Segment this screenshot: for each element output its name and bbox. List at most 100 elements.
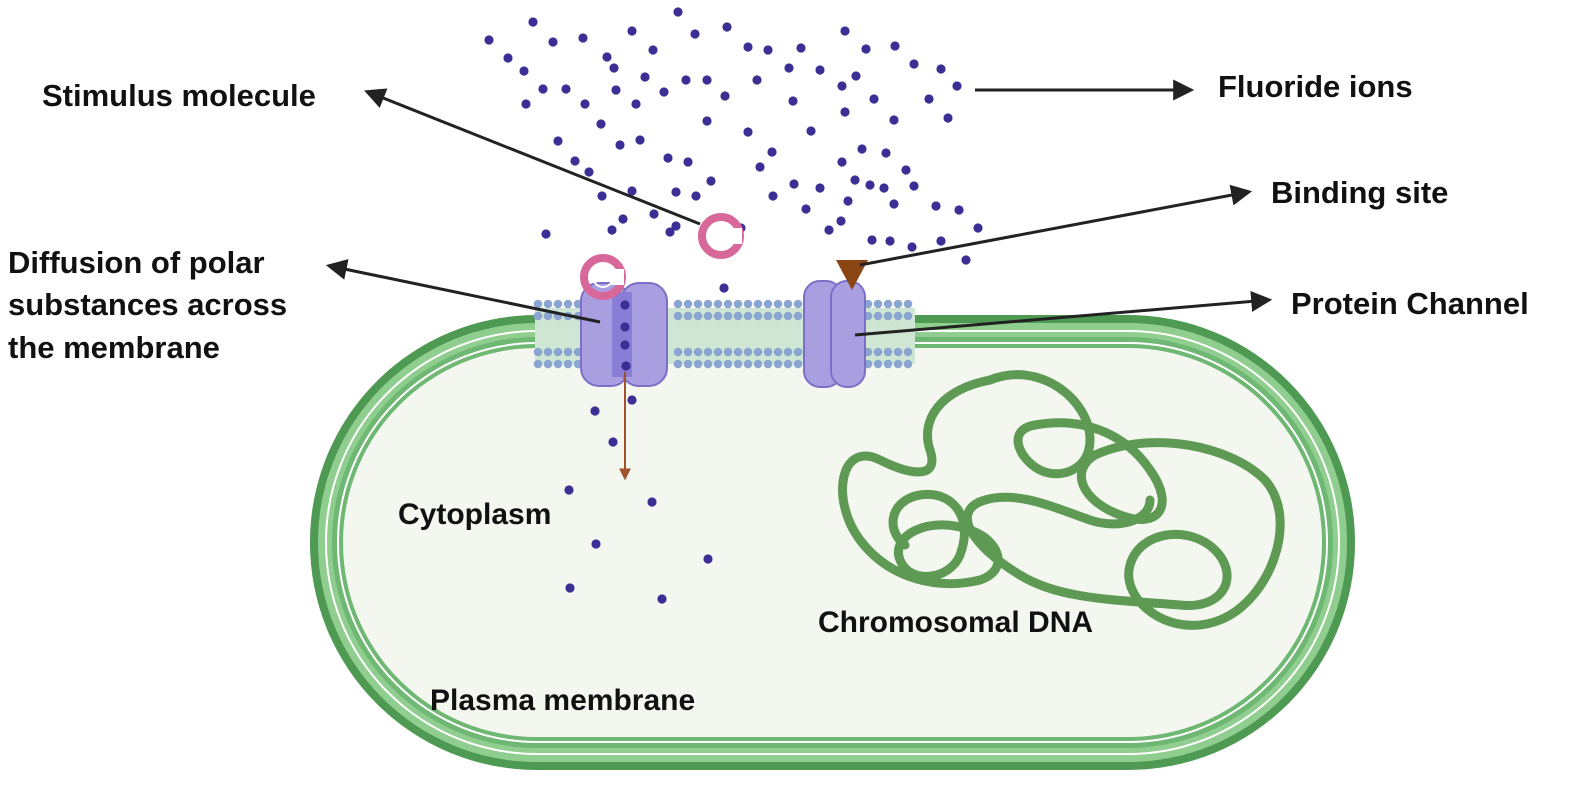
lipid-head: [753, 299, 763, 309]
label-binding-site: Binding site: [1271, 175, 1448, 210]
label-diffusion-line-1: Diffusion of polar: [8, 245, 265, 280]
fluoride-ion-icon: [596, 119, 606, 129]
lipid-head: [543, 347, 553, 357]
fluoride-ion-icon: [671, 187, 681, 197]
lipid-head: [893, 299, 903, 309]
lipid-head: [733, 347, 743, 357]
fluoride-ion-icon: [528, 17, 538, 27]
fluoride-ion-icon: [909, 59, 919, 69]
fluoride-ion-icon: [767, 147, 777, 157]
fluoride-ion-icon: [611, 85, 621, 95]
fluoride-ions-cluster: [484, 7, 983, 604]
fluoride-ion-icon: [890, 41, 900, 51]
fluoride-ion-icon: [768, 191, 778, 201]
lipid-head: [733, 359, 743, 369]
label-fluoride-ions: Fluoride ions: [1218, 69, 1413, 104]
fluoride-ion-icon: [720, 91, 730, 101]
lipid-head: [763, 311, 773, 321]
lipid-head: [683, 311, 693, 321]
lipid-head: [673, 359, 683, 369]
fluoride-ion-icon: [815, 65, 825, 75]
lipid-head: [773, 359, 783, 369]
lipid-head: [563, 299, 573, 309]
lipid-head: [713, 347, 723, 357]
fluoride-ion-icon: [591, 539, 601, 549]
fluoride-ion-icon: [578, 33, 588, 43]
fluoride-ion-icon: [620, 340, 630, 350]
lipid-head: [683, 359, 693, 369]
fluoride-ion-icon: [665, 227, 675, 237]
fluoride-ion-icon: [952, 81, 962, 91]
lipid-head: [703, 311, 713, 321]
fluoride-ion-icon: [889, 115, 899, 125]
lipid-head: [743, 299, 753, 309]
lipid-head: [723, 299, 733, 309]
fluoride-ion-icon: [627, 186, 637, 196]
label-diffusion-line-3: the membrane: [8, 330, 220, 365]
fluoride-ion-icon: [618, 214, 628, 224]
fluoride-ion-icon: [580, 99, 590, 109]
fluoride-ion-icon: [840, 107, 850, 117]
fluoride-ion-icon: [789, 179, 799, 189]
binding-site-icon: [836, 260, 868, 290]
lipid-head: [793, 347, 803, 357]
fluoride-ion-icon: [881, 148, 891, 158]
lipid-head: [873, 299, 883, 309]
fluoride-ion-icon: [538, 84, 548, 94]
fluoride-ion-icon: [590, 406, 600, 416]
fluoride-ion-icon: [627, 26, 637, 36]
label-chromosomal-dna: Chromosomal DNA: [818, 606, 1093, 639]
fluoride-ion-icon: [703, 554, 713, 564]
lipid-head: [673, 347, 683, 357]
lipid-head: [763, 299, 773, 309]
chromosomal-dna: [838, 370, 1285, 630]
fluoride-ion-icon: [553, 136, 563, 146]
lipid-head: [553, 359, 563, 369]
lipid-head: [733, 311, 743, 321]
lipid-head: [793, 311, 803, 321]
lipid-head: [903, 347, 913, 357]
lipid-head: [873, 347, 883, 357]
label-protein-channel: Protein Channel: [1291, 286, 1529, 321]
fluoride-ion-icon: [719, 283, 729, 293]
lipid-head: [683, 347, 693, 357]
fluoride-ion-icon: [837, 157, 847, 167]
fluoride-ion-icon: [743, 127, 753, 137]
fluoride-ion-icon: [901, 165, 911, 175]
fluoride-ion-icon: [885, 236, 895, 246]
lipid-head: [533, 299, 543, 309]
fluoride-ion-icon: [973, 223, 983, 233]
fluoride-ion-icon: [541, 229, 551, 239]
fluoride-ion-icon: [570, 156, 580, 166]
fluoride-ion-icon: [836, 216, 846, 226]
fluoride-ion-icon: [608, 437, 618, 447]
lipid-head: [883, 347, 893, 357]
fluoride-ion-icon: [620, 322, 630, 332]
fluoride-ion-icon: [681, 75, 691, 85]
lipid-head: [893, 311, 903, 321]
protein-channel-right: [803, 260, 868, 388]
lipid-head: [713, 299, 723, 309]
fluoride-ion-icon: [815, 183, 825, 193]
fluoride-ion-icon: [879, 183, 889, 193]
lipid-head: [673, 299, 683, 309]
fluoride-ion-icon: [564, 485, 574, 495]
lipid-head: [883, 311, 893, 321]
fluoride-ion-icon: [865, 180, 875, 190]
fluoride-ion-icon: [954, 205, 964, 215]
lipid-head: [543, 311, 553, 321]
lipid-head: [703, 347, 713, 357]
lipid-head: [743, 311, 753, 321]
fluoride-ion-icon: [837, 81, 847, 91]
fluoride-ion-icon: [801, 204, 811, 214]
fluoride-ion-icon: [548, 37, 558, 47]
fluoride-ion-icon: [690, 29, 700, 39]
lipid-head: [533, 347, 543, 357]
fluoride-ion-icon: [671, 221, 681, 231]
fluoride-ion-icon: [706, 176, 716, 186]
lipid-head: [793, 359, 803, 369]
fluoride-ion-icon: [936, 64, 946, 74]
fluoride-ion-icon: [840, 26, 850, 36]
lipid-head: [543, 299, 553, 309]
fluoride-ion-icon: [691, 191, 701, 201]
